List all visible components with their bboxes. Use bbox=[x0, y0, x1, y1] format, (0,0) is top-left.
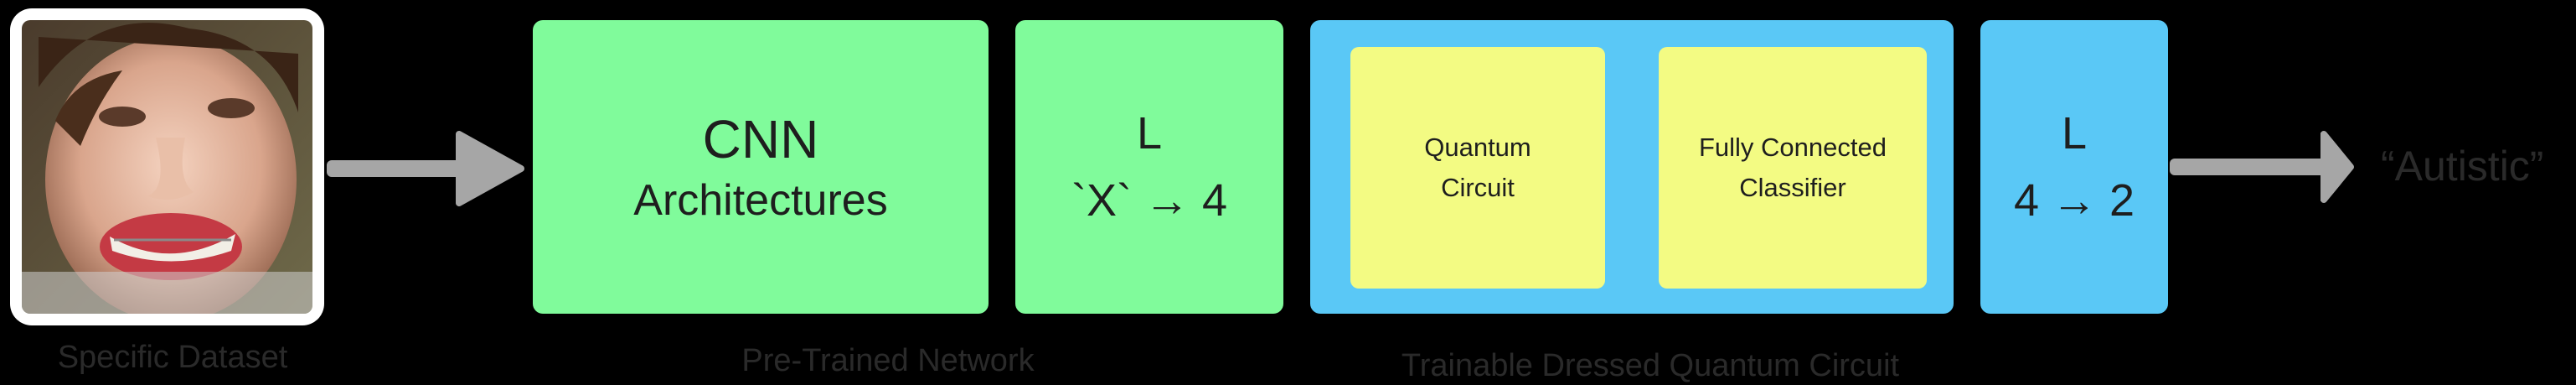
linear-layer-symbol: L bbox=[1136, 108, 1163, 159]
pretrained-linear-layer-block: L `X` → 4 bbox=[1015, 20, 1283, 314]
input-caption: Specific Dataset bbox=[57, 340, 288, 375]
final-layer-symbol: L bbox=[2061, 108, 2088, 159]
output-label: “Autistic” bbox=[2381, 143, 2544, 190]
cnn-title: CNN bbox=[702, 109, 819, 169]
dressed-caption: Trainable Dressed Quantum Circuit bbox=[1401, 348, 1900, 383]
cnn-architectures-block: CNN Architectures bbox=[533, 20, 989, 314]
classifier-label-line2: Classifier bbox=[1739, 173, 1846, 202]
child-face-photo bbox=[22, 20, 312, 314]
linear-layer-dims: `X` → 4 bbox=[1071, 175, 1228, 226]
quantum-circuit-label-line2: Circuit bbox=[1441, 173, 1515, 202]
pretrained-caption: Pre-Trained Network bbox=[741, 343, 1035, 378]
input-photo bbox=[22, 20, 312, 314]
quantum-circuit-block: Quantum Circuit bbox=[1350, 47, 1605, 289]
arrow-input-to-cnn bbox=[327, 131, 524, 206]
final-linear-layer-block: L 4 → 2 bbox=[1980, 20, 2168, 314]
final-layer-dims: 4 → 2 bbox=[2013, 175, 2135, 226]
quantum-circuit-label-line1: Quantum bbox=[1424, 133, 1531, 162]
fully-connected-classifier-block: Fully Connected Classifier bbox=[1659, 47, 1927, 289]
classifier-label-line1: Fully Connected bbox=[1698, 133, 1887, 162]
arrow-output bbox=[2170, 131, 2354, 203]
cnn-subtitle: Architectures bbox=[633, 176, 888, 225]
